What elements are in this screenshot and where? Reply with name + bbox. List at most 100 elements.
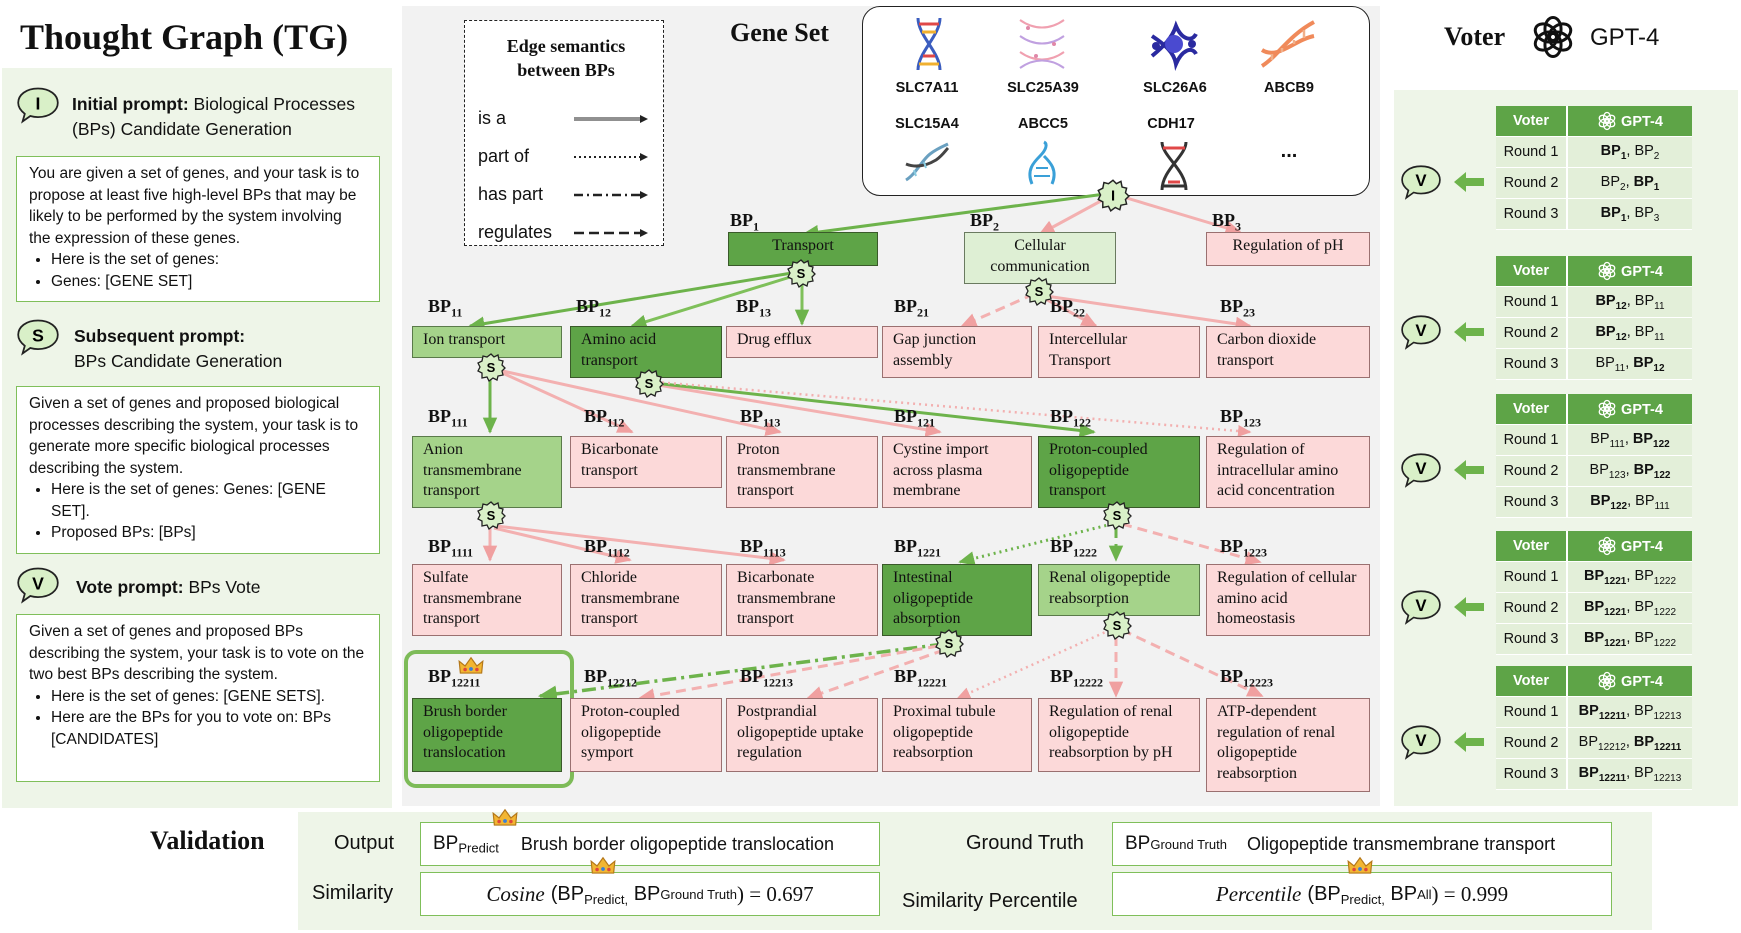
bp-label: BP11	[428, 296, 463, 320]
node-bp122[interactable]: Proton-coupled oligopeptide transport	[1038, 436, 1200, 508]
vote-result: BP1221, BP1222	[1567, 561, 1692, 593]
bp-label: BP113	[740, 406, 781, 430]
vote-header-model: GPT-4	[1567, 256, 1692, 287]
node-bp111[interactable]: Anion transmembrane transport	[412, 436, 562, 508]
vote-round-label: Round 3	[1496, 198, 1568, 230]
node-bp113[interactable]: Proton transmembrane transport	[726, 436, 878, 508]
node-bp12[interactable]: Amino acid transport	[570, 326, 722, 378]
voter-title: Voter	[1444, 22, 1506, 51]
openai-logo-icon	[1530, 14, 1576, 60]
percentile-fn: Percentile	[1215, 881, 1302, 906]
node-bp23[interactable]: Carbon dioxide transport	[1206, 326, 1370, 378]
ground-truth-label: Ground Truth	[966, 832, 1084, 854]
svg-text:S: S	[1113, 618, 1122, 633]
page-title: Thought Graph (TG)	[20, 17, 349, 57]
node-bp12221[interactable]: Proximal tubule oligopeptide reabsorptio…	[882, 698, 1032, 772]
vote-round-label: Round 2	[1496, 317, 1568, 349]
node-bp1111[interactable]: Sulfate transmembrane transport	[412, 564, 562, 636]
vote-prompt-bubble-icon: V	[1400, 724, 1442, 760]
svg-text:V: V	[1415, 321, 1427, 340]
initial-prompt-heading: Initial prompt: Biological Processes (BP…	[72, 94, 355, 139]
legend-item-is-a: is a	[478, 108, 507, 128]
vote-result: BP12, BP11	[1567, 317, 1692, 349]
node-bp21[interactable]: Gap junction assembly	[882, 326, 1032, 378]
node-bp1221[interactable]: Intestinal oligopeptide absorption	[882, 564, 1032, 636]
gene-set-box	[862, 6, 1370, 196]
svg-text:S: S	[32, 325, 44, 345]
openai-logo-icon	[1597, 671, 1617, 691]
vote-prompt-text: Given a set of genes and proposed BPs de…	[29, 623, 365, 683]
subsequent-prompt-bubble-icon: S	[786, 258, 816, 288]
dna-icon	[1028, 140, 1056, 185]
vote-prompt-bubble-icon: V	[1400, 164, 1442, 200]
bp-label: BP121	[894, 406, 936, 430]
output-bp: BP	[433, 833, 459, 854]
vote-round-label: Round 1	[1496, 424, 1568, 456]
dna-icon	[1150, 20, 1198, 72]
node-bp1113[interactable]: Bicarbonate transmembrane transport	[726, 564, 878, 636]
bp-label: BP12	[576, 296, 612, 320]
vote-arrow-icon	[1454, 322, 1484, 342]
dna-icon	[916, 17, 942, 71]
svg-text:S: S	[487, 508, 496, 523]
node-bp1[interactable]: Transport	[728, 232, 878, 266]
gene-label: ABCB9	[1264, 80, 1314, 96]
legend-item-regulates: regulates	[478, 222, 553, 242]
vote-result: BP2, BP1	[1567, 167, 1692, 199]
node-bp12222[interactable]: Regulation of renal oligopeptide reabsor…	[1038, 698, 1200, 772]
svg-text:V: V	[1415, 171, 1427, 190]
cosine-arg1: BP	[557, 882, 585, 905]
node-bp11[interactable]: Ion transport	[412, 326, 562, 358]
subsequent-prompt-bullet: Here is the set of genes: Genes: [GENE S…	[51, 479, 367, 522]
bp-label: BP13	[736, 296, 772, 320]
vote-round-label: Round 2	[1496, 727, 1568, 759]
bp-label: BP1	[730, 210, 760, 234]
bp-label: BP112	[584, 406, 625, 430]
vote-header-voter: Voter	[1496, 666, 1568, 697]
initial-prompt-bullet: Genes: [GENE SET]	[51, 271, 367, 293]
output-text: Brush border oligopeptide translocation	[520, 833, 835, 854]
vote-arrow-icon	[1454, 460, 1484, 480]
node-bp12213[interactable]: Postprandial oligopeptide uptake regulat…	[726, 698, 878, 772]
node-bp12211[interactable]: Brush border oligopeptide translocation	[412, 698, 562, 772]
node-bp1112[interactable]: Chloride transmembrane transport	[570, 564, 722, 636]
node-bp1222[interactable]: Renal oligopeptide reabsorption	[1038, 564, 1200, 616]
similarity-label: Similarity	[312, 882, 394, 904]
crown-icon	[590, 856, 616, 876]
bp-label: BP1112	[584, 536, 630, 560]
legend-lines	[574, 115, 648, 237]
output-bp-sub: Predict	[458, 840, 499, 856]
vote-result: BP111, BP122	[1567, 424, 1692, 456]
percentile-arg2: BP	[1384, 882, 1418, 905]
bp-label: BP1222	[1050, 536, 1098, 560]
bp-label: BP1223	[1220, 536, 1268, 560]
node-bp1223[interactable]: Regulation of cellular amino acid homeos…	[1206, 564, 1370, 636]
vote-round-label: Round 2	[1496, 455, 1568, 487]
svg-text:S: S	[645, 376, 654, 391]
svg-text:V: V	[1415, 596, 1427, 615]
vote-result: BP123, BP122	[1567, 455, 1692, 487]
vote-result: BP12211, BP12213	[1567, 696, 1692, 728]
node-bp123[interactable]: Regulation of intracellular amino acid c…	[1206, 436, 1370, 508]
initial-prompt-text: You are given a set of genes, and your t…	[29, 165, 360, 247]
vote-result: BP11, BP12	[1567, 348, 1692, 380]
node-bp12212[interactable]: Proton-coupled oligopeptide symport	[570, 698, 722, 772]
node-bp22[interactable]: Intercellular Transport	[1038, 326, 1200, 378]
vote-result: BP12212, BP12211	[1567, 727, 1692, 759]
vote-arrow-icon	[1454, 732, 1484, 752]
bp-label: BP1221	[894, 536, 942, 560]
vote-prompt-bullet: Here are the BPs for you to vote on: BPs…	[51, 707, 367, 750]
gene-set-title: Gene Set	[730, 18, 829, 47]
node-bp2[interactable]: Cellular communication	[964, 232, 1116, 284]
svg-text:V: V	[1415, 731, 1427, 750]
vote-result: BP12211, BP12213	[1567, 758, 1692, 790]
node-bp12223[interactable]: ATP-dependent regulation of renal oligop…	[1206, 698, 1370, 792]
subsequent-prompt-bubble-icon: S	[476, 500, 506, 530]
node-bp13[interactable]: Drug efflux	[726, 326, 878, 358]
node-bp112[interactable]: Bicarbonate transport	[570, 436, 722, 488]
node-bp3[interactable]: Regulation of pH	[1206, 232, 1370, 266]
initial-prompt-box: You are given a set of genes, and your t…	[16, 156, 380, 302]
node-bp121[interactable]: Cystine import across plasma membrane	[882, 436, 1032, 508]
